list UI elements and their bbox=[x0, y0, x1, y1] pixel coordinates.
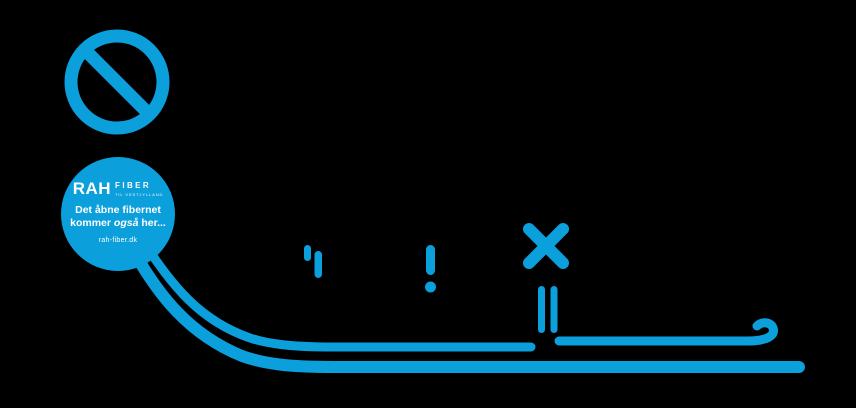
balloon-icon bbox=[61, 157, 175, 271]
fiber-cable-lines bbox=[128, 241, 805, 373]
cut-mark-right bbox=[550, 286, 558, 333]
cut-mark-left bbox=[538, 286, 545, 333]
rah-fiber-logo: RAH FIBER TIL VESTJYLLAND bbox=[60, 180, 176, 197]
fiber-line-bottom bbox=[128, 246, 805, 373]
x-mark-icon bbox=[523, 223, 569, 269]
cut-marks-icon bbox=[538, 286, 558, 333]
logo-right-block: FIBER TIL VESTJYLLAND bbox=[115, 181, 164, 198]
tick-marks-icon bbox=[304, 245, 322, 278]
logo-fiber-text: FIBER bbox=[115, 181, 152, 190]
website-url: rah-fiber.dk bbox=[98, 237, 138, 245]
logo-subtext: TIL VESTJYLLAND bbox=[115, 192, 164, 197]
balloon-content: RAH FIBER TIL VESTJYLLAND Det åbne fiber… bbox=[60, 180, 176, 244]
tagline-line2-post: her... bbox=[138, 216, 166, 229]
logo-rah-text: RAH bbox=[72, 179, 112, 198]
tagline-line1: Det åbne fibernet bbox=[75, 204, 161, 216]
fiber-line-upper-left bbox=[141, 241, 536, 352]
fiber-line-upper-right-curl bbox=[554, 318, 778, 346]
prohibition-sign-icon bbox=[64, 29, 170, 135]
tagline-line2-emphasis: også bbox=[113, 216, 139, 229]
exclamation-icon bbox=[425, 245, 436, 293]
tagline: Det åbne fibernet kommer også her... bbox=[60, 204, 176, 229]
tagline-line2-pre: kommer bbox=[70, 216, 114, 229]
